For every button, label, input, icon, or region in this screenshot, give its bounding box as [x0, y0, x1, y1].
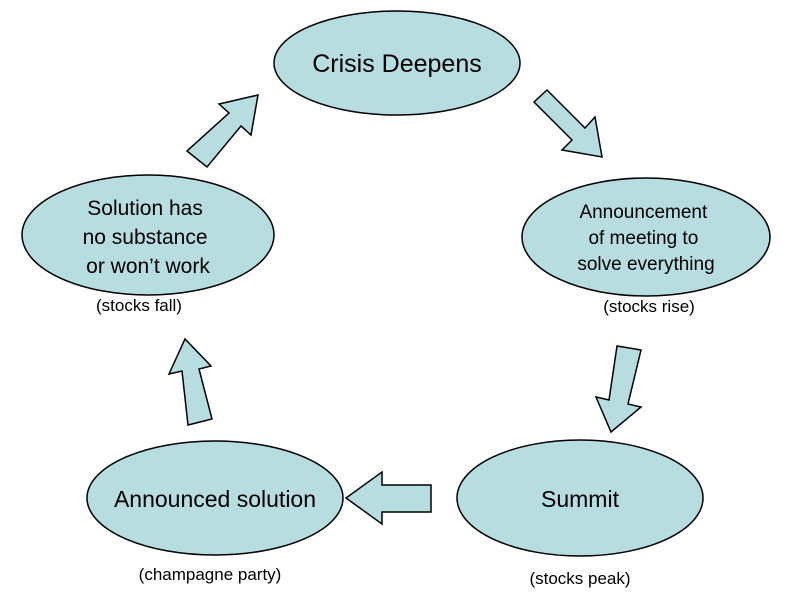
note-champagne-party: (champagne party): [139, 565, 282, 584]
arrow-announcement-to-summit: [594, 345, 643, 434]
node-summit-label: Summit: [541, 486, 620, 512]
note-stocks-rise: (stocks rise): [603, 297, 695, 316]
arrow-no-substance-to-crisis: [185, 94, 259, 169]
arrow-announced-solution-to-no-substance: [167, 337, 213, 426]
arrow-summit-to-announced-solution: [344, 470, 432, 526]
node-announced-solution-label: Announced solution: [114, 486, 316, 512]
note-stocks-fall: (stocks fall): [96, 296, 182, 315]
arrow-crisis-to-announcement: [532, 88, 603, 158]
node-announced-solution: Announced solution: [86, 440, 344, 556]
node-summit: Summit: [456, 439, 704, 557]
node-crisis-deepens: Crisis Deepens: [273, 10, 521, 116]
node-announcement-label: Announcement of meeting to solve everyth…: [577, 202, 714, 275]
node-no-substance-label: Solution has no substance or won’t work: [83, 197, 214, 278]
node-announcement: Announcement of meeting to solve everyth…: [521, 177, 771, 297]
note-stocks-peak: (stocks peak): [529, 569, 630, 588]
node-crisis-deepens-label: Crisis Deepens: [312, 50, 482, 78]
node-no-substance: Solution has no substance or won’t work: [21, 174, 275, 296]
